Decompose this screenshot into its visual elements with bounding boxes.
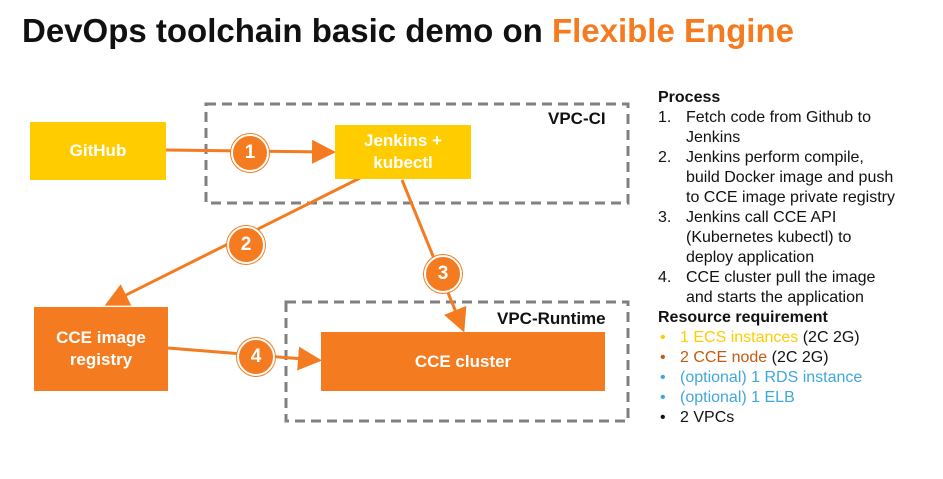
bullet-icon: •: [660, 329, 666, 346]
title-brand: Flexible Engine: [551, 12, 794, 49]
resource-item-extra: (2C 2G): [767, 349, 829, 366]
process-item-number: 1.: [658, 109, 672, 126]
flow-arrow-jenkins-cluster: [400, 179, 467, 333]
title-main: DevOps toolchain basic demo on: [22, 12, 552, 49]
step-badge-1: 1: [231, 134, 269, 172]
resource-item-main: (optional) 1 RDS instance: [680, 369, 863, 386]
cluster-node: CCE cluster: [321, 332, 605, 391]
resource-item-main: (optional) 1 ELB: [680, 389, 795, 406]
resource-item: • 2 VPCs: [658, 408, 938, 428]
process-item: 1. Fetch code from Github to Jenkins: [658, 108, 938, 148]
resource-item-main: 2 VPCs: [680, 409, 735, 426]
vpc-runtime-label: VPC-Runtime: [497, 309, 606, 328]
vpc-ci-label: VPC-CI: [548, 109, 606, 128]
process-item-line: Jenkins: [686, 129, 741, 146]
process-item-line: Jenkins call CCE API: [686, 209, 837, 226]
registry-node: CCE image registry: [34, 307, 168, 391]
step-badge-2: 2: [227, 226, 265, 264]
process-item-number: 3.: [658, 209, 672, 226]
registry-label-line1: CCE image: [56, 328, 146, 347]
registry-label-line2: registry: [69, 350, 133, 369]
process-item: 4. CCE cluster pull the image and starts t…: [658, 268, 938, 308]
vpc-runtime-boundary: [284, 300, 630, 423]
bullet-icon: •: [660, 369, 666, 386]
process-item-number: 2.: [658, 149, 672, 166]
resource-item: • (optional) 1 RDS instance: [658, 368, 938, 388]
process-item-line: CCE cluster pull the image: [686, 269, 876, 286]
bullet-icon: •: [660, 349, 666, 366]
step-badge-4: 4: [237, 338, 275, 376]
process-item: 3. Jenkins call CCE API (Kubernetes kubect…: [658, 208, 938, 268]
resource-item: • (optional) 1 ELB: [658, 388, 938, 408]
bullet-icon: •: [660, 409, 666, 426]
vpc-ci-boundary: [204, 102, 630, 205]
process-item-line: Jenkins perform compile,: [686, 149, 864, 166]
process-heading: Process: [658, 89, 721, 106]
resource-list: • 1 ECS instances (2C 2G) • 2 CCE node (2C…: [658, 328, 938, 428]
process-item-line: deploy application: [686, 249, 815, 266]
jenkins-label-line1: Jenkins +: [364, 131, 442, 150]
step-badge-3: 3: [424, 255, 462, 293]
jenkins-label-line2: kubectl: [373, 153, 433, 172]
bullet-icon: •: [660, 389, 666, 406]
process-item: 2. Jenkins perform compile, build Docker i…: [658, 148, 938, 208]
process-item-number: 4.: [658, 269, 672, 286]
resource-item-extra: (2C 2G): [798, 329, 860, 346]
resource-heading: Resource requirement: [658, 309, 828, 326]
resource-item-main: 2 CCE node: [680, 349, 768, 366]
process-item-line: and starts the application: [686, 289, 864, 306]
process-item-line: build Docker image and push: [686, 169, 894, 186]
resource-item-main: 1 ECS instances: [680, 329, 799, 346]
process-item-line: to CCE image private registry: [686, 189, 895, 206]
page-title: DevOps toolchain basic demo on Flexible …: [22, 12, 794, 50]
process-item-line: (Kubernetes kubectl) to: [686, 229, 852, 246]
github-label: GitHub: [69, 141, 127, 160]
process-list: 1. Fetch code from Github to Jenkins 2. Jen…: [658, 108, 938, 308]
jenkins-node: Jenkins + kubectl: [335, 125, 471, 179]
resource-item: • 2 CCE node (2C 2G): [658, 348, 938, 368]
info-panel: Process 1. Fetch code from Github to Jenki…: [658, 88, 938, 428]
process-item-line: Fetch code from Github to: [686, 109, 871, 126]
github-node: GitHub: [30, 122, 166, 180]
resource-item: • 1 ECS instances (2C 2G): [658, 328, 938, 348]
cluster-label: CCE cluster: [414, 351, 512, 371]
